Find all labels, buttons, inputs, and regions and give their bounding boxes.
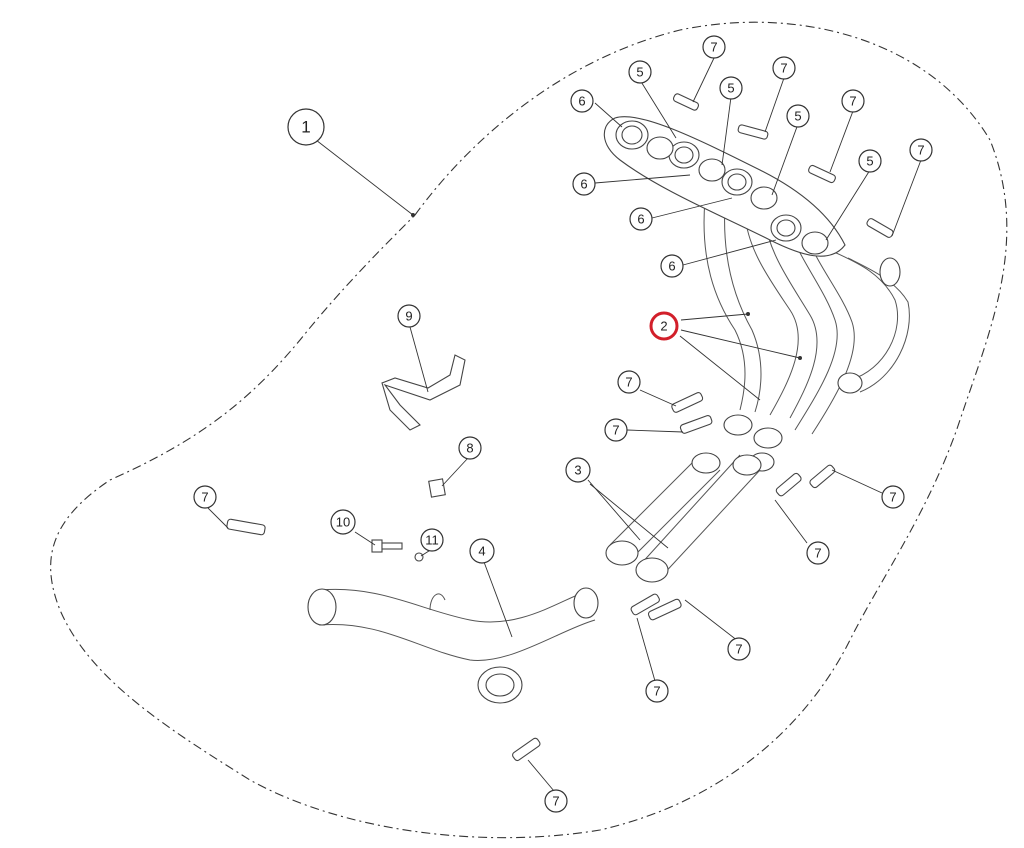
callout-7: 7 <box>645 679 669 703</box>
callout-6: 6 <box>629 207 653 231</box>
svg-text:7: 7 <box>849 94 856 109</box>
callout-7: 7 <box>841 89 865 113</box>
callout-10: 10 <box>330 509 356 535</box>
bracket <box>381 354 466 431</box>
callout-1: 1 <box>287 108 325 146</box>
flange-gaskets <box>603 116 846 257</box>
svg-text:10: 10 <box>336 515 350 530</box>
callout-6: 6 <box>572 172 596 196</box>
callout-7: 7 <box>806 541 830 565</box>
link-pipe <box>307 587 599 704</box>
callout-6: 6 <box>570 89 594 113</box>
svg-text:8: 8 <box>466 441 473 456</box>
leader-lines <box>207 57 922 792</box>
svg-text:5: 5 <box>794 109 801 124</box>
clip-nut <box>428 478 446 498</box>
callout-7: 7 <box>727 637 751 661</box>
small-nut <box>414 552 424 562</box>
callout-7: 7 <box>604 418 628 442</box>
svg-text:9: 9 <box>405 309 412 324</box>
callout-7: 7 <box>702 35 726 59</box>
svg-text:2: 2 <box>660 319 667 334</box>
callout-7: 7 <box>544 789 568 813</box>
svg-text:7: 7 <box>710 40 717 55</box>
callouts: 1 2 3 4 5 5 5 5 <box>193 35 933 813</box>
callout-7: 7 <box>193 485 217 509</box>
callout-3: 3 <box>565 457 591 483</box>
callout-7: 7 <box>909 138 933 162</box>
callout-11: 11 <box>420 528 444 552</box>
springs <box>226 93 894 762</box>
callout-5: 5 <box>628 60 652 84</box>
callout-5: 5 <box>719 76 743 100</box>
svg-text:7: 7 <box>552 794 559 809</box>
svg-text:7: 7 <box>653 684 660 699</box>
svg-text:7: 7 <box>780 61 787 76</box>
svg-text:7: 7 <box>201 490 208 505</box>
callout-7: 7 <box>772 56 796 80</box>
svg-text:6: 6 <box>668 259 675 274</box>
callout-2[interactable]: 2 <box>649 311 679 341</box>
callout-6: 6 <box>660 254 684 278</box>
svg-text:7: 7 <box>612 423 619 438</box>
svg-text:11: 11 <box>425 533 439 548</box>
mid-pipes <box>605 452 762 583</box>
bolt <box>371 539 403 553</box>
svg-text:7: 7 <box>735 642 742 657</box>
svg-text:7: 7 <box>814 546 821 561</box>
svg-text:5: 5 <box>636 65 643 80</box>
svg-text:4: 4 <box>478 544 485 559</box>
svg-text:1: 1 <box>301 118 310 137</box>
svg-text:7: 7 <box>917 143 924 158</box>
svg-text:6: 6 <box>637 212 644 227</box>
svg-text:7: 7 <box>889 490 896 505</box>
callout-7: 7 <box>617 370 641 394</box>
svg-text:6: 6 <box>580 177 587 192</box>
callout-4: 4 <box>469 538 495 564</box>
callout-7: 7 <box>881 485 905 509</box>
callout-5: 5 <box>786 104 810 128</box>
header-pipes <box>703 199 910 472</box>
svg-text:5: 5 <box>866 154 873 169</box>
assembly-boundary <box>50 21 1008 839</box>
callout-9: 9 <box>397 304 421 328</box>
callout-8: 8 <box>458 436 482 460</box>
callout-5: 5 <box>858 149 882 173</box>
svg-text:3: 3 <box>574 463 581 478</box>
svg-text:5: 5 <box>727 81 734 96</box>
svg-text:7: 7 <box>625 375 632 390</box>
svg-text:6: 6 <box>578 94 585 109</box>
